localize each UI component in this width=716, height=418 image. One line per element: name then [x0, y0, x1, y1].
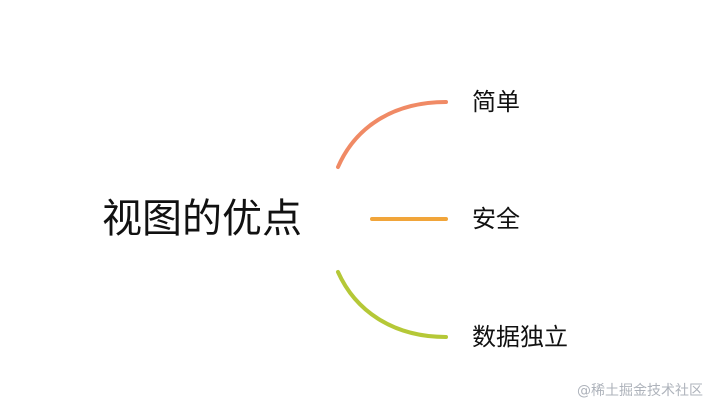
branch-connector-3: [336, 270, 448, 339]
watermark: @稀土掘金技术社区: [577, 383, 703, 399]
branch-label-1: 简单: [472, 88, 520, 116]
branch-label-2: 安全: [472, 205, 520, 233]
branch-label-3: 数据独立: [472, 323, 568, 351]
root-topic: 视图的优点: [102, 196, 302, 242]
branch-connector-1: [336, 100, 448, 169]
